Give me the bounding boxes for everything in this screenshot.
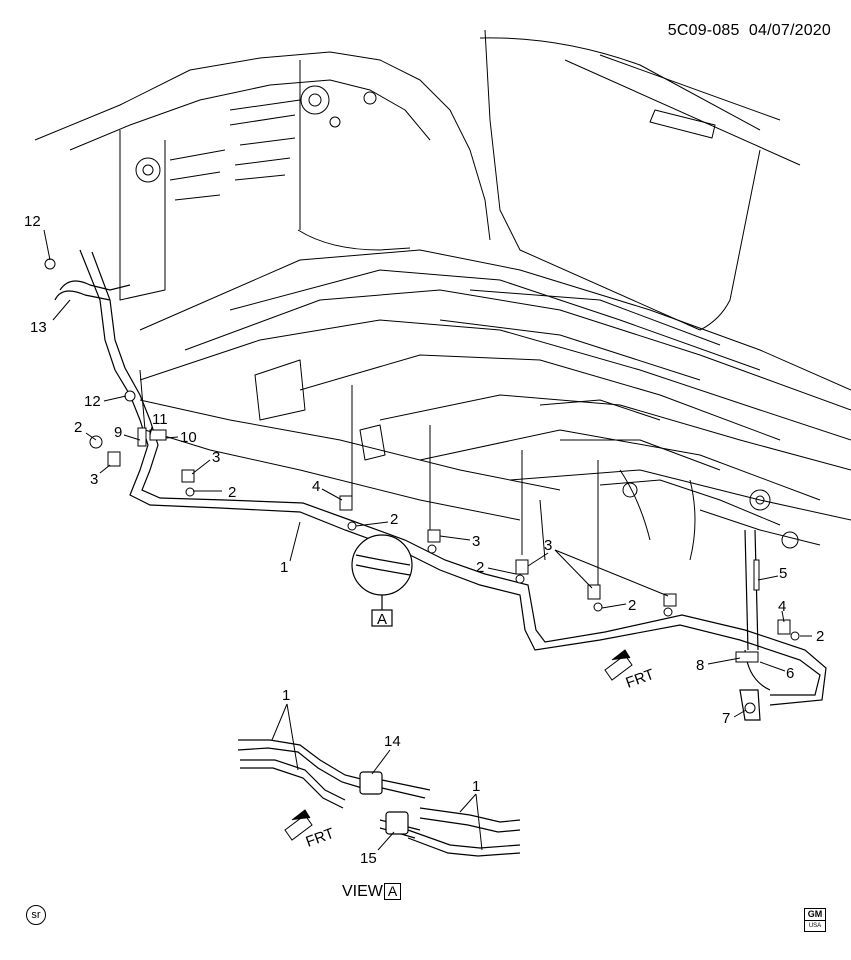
nut-icon[interactable] (89, 435, 103, 449)
callout-6: 6 (786, 665, 794, 682)
callout-2: 2 (74, 419, 82, 436)
view-label: VIEW (342, 883, 383, 900)
service-badge: sr (26, 905, 46, 925)
callout-13: 13 (30, 319, 47, 336)
callout-2: 2 (476, 559, 484, 576)
clip-icon[interactable] (777, 619, 791, 635)
callout-8: 8 (696, 657, 704, 674)
clip-icon[interactable] (339, 495, 353, 511)
nut-icon[interactable] (124, 390, 136, 402)
nut-icon[interactable] (185, 487, 195, 497)
callout-7: 7 (722, 710, 730, 727)
clip-icon[interactable] (427, 529, 441, 543)
clip-icon[interactable] (107, 451, 121, 467)
bracket-icon[interactable] (735, 651, 759, 663)
callout-labels: 12 13 12 2 9 11 10 3 3 2 4 1 2 3 2 3 2 5… (24, 213, 824, 867)
nut-icon[interactable] (593, 602, 603, 612)
callout-10: 10 (180, 429, 197, 446)
nut-icon[interactable] (44, 258, 56, 270)
callout-2: 2 (628, 597, 636, 614)
callout-3: 3 (212, 449, 220, 466)
callout-3: 3 (472, 533, 480, 550)
vehicle-body-outline (34, 29, 851, 595)
callout-3: 3 (544, 537, 552, 554)
view-letter: A (383, 883, 402, 900)
clip-icon[interactable] (663, 593, 677, 607)
detail-a-ref: A (377, 611, 387, 628)
connector-icon[interactable] (137, 427, 147, 447)
stud-icon[interactable] (753, 559, 760, 591)
gm-logo-sub: USA (805, 920, 825, 932)
detail-a-magnifier[interactable] (351, 534, 413, 627)
view-a-detail[interactable] (237, 739, 521, 857)
callout-14: 14 (384, 733, 401, 750)
connector-15-icon[interactable] (385, 811, 409, 835)
callout-1: 1 (472, 778, 480, 795)
callout-2: 2 (816, 628, 824, 645)
gm-logo-text: GM (807, 909, 823, 919)
callout-2: 2 (390, 511, 398, 528)
nut-icon[interactable] (515, 574, 525, 584)
callout-1: 1 (280, 559, 288, 576)
leader-lines (43, 229, 812, 851)
frt-label-main: FRT (624, 666, 657, 692)
connector-14-icon[interactable] (359, 771, 383, 795)
connector-icon[interactable] (149, 429, 167, 441)
callout-1: 1 (282, 687, 290, 704)
diagram-id: 5C09-085 (667, 22, 740, 39)
clip-icon[interactable] (587, 584, 601, 600)
clip-icon[interactable] (181, 469, 195, 483)
nut-icon[interactable] (663, 607, 673, 617)
front-direction-arrow (284, 649, 633, 841)
diagram-header: 5C09-085 04/07/2020 (668, 22, 831, 40)
callout-5: 5 (779, 565, 787, 582)
nut-icon[interactable] (427, 544, 437, 554)
callout-2: 2 (228, 484, 236, 501)
clip-icon[interactable] (515, 559, 529, 575)
nut-icon[interactable] (790, 631, 800, 641)
callout-9: 9 (114, 424, 122, 441)
callout-4: 4 (778, 598, 786, 615)
callout-15: 15 (360, 850, 377, 867)
callout-11: 11 (152, 411, 168, 428)
pipe-clips[interactable] (44, 258, 800, 714)
callout-3: 3 (90, 471, 98, 488)
nut-icon[interactable] (744, 702, 756, 714)
nut-icon[interactable] (347, 521, 357, 531)
callout-4: 4 (312, 478, 320, 495)
diagram-date: 04/07/2020 (748, 22, 831, 39)
callout-12: 12 (84, 393, 101, 410)
frt-label-detail: FRT (304, 825, 337, 851)
callout-12: 12 (24, 213, 41, 230)
